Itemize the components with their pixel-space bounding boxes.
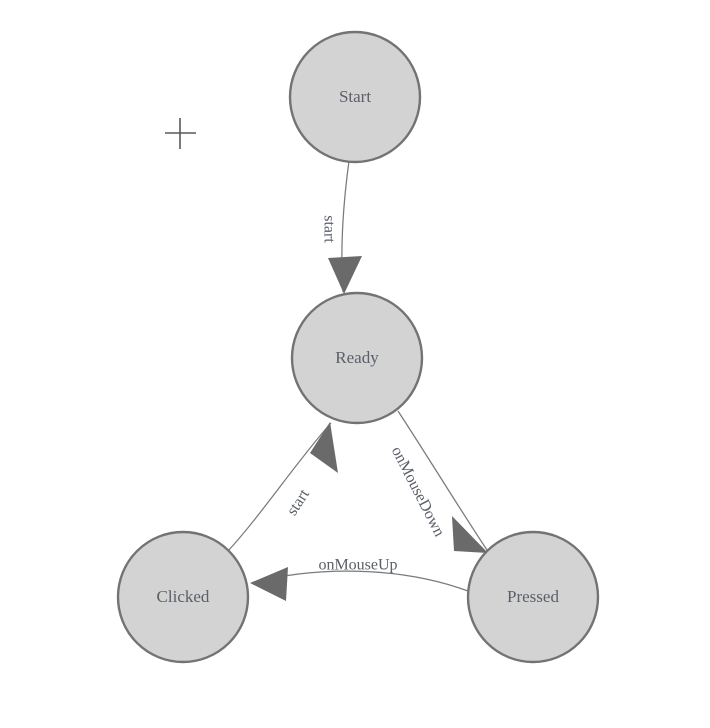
arrowhead-icon xyxy=(310,422,338,473)
edge-label-clicked-to-ready: start xyxy=(284,486,314,519)
edge-label-ready-to-pressed: onMouseDown xyxy=(388,444,448,540)
node-shape xyxy=(466,530,600,664)
edge-line xyxy=(397,410,490,554)
arrowhead-icon xyxy=(250,567,288,601)
node-start[interactable]: Start xyxy=(288,30,422,164)
edge-line xyxy=(227,422,332,552)
edge-label-start-to-ready: start xyxy=(320,215,337,243)
edge-ready-to-pressed[interactable]: onMouseDown xyxy=(388,410,490,554)
edge-pressed-to-clicked[interactable]: onMouseUp xyxy=(250,557,469,601)
edge-start-to-ready[interactable]: start xyxy=(320,160,362,294)
crosshair-icon xyxy=(165,118,196,149)
arrowhead-icon xyxy=(452,516,488,553)
node-clicked[interactable]: Clicked xyxy=(116,530,250,664)
node-pressed[interactable]: Pressed xyxy=(466,530,600,664)
node-shape xyxy=(116,530,250,664)
arrowhead-icon xyxy=(328,256,362,294)
node-shape xyxy=(290,291,424,425)
node-shape xyxy=(288,30,422,164)
node-ready[interactable]: Ready xyxy=(290,291,424,425)
edge-clicked-to-ready[interactable]: start xyxy=(227,422,338,552)
